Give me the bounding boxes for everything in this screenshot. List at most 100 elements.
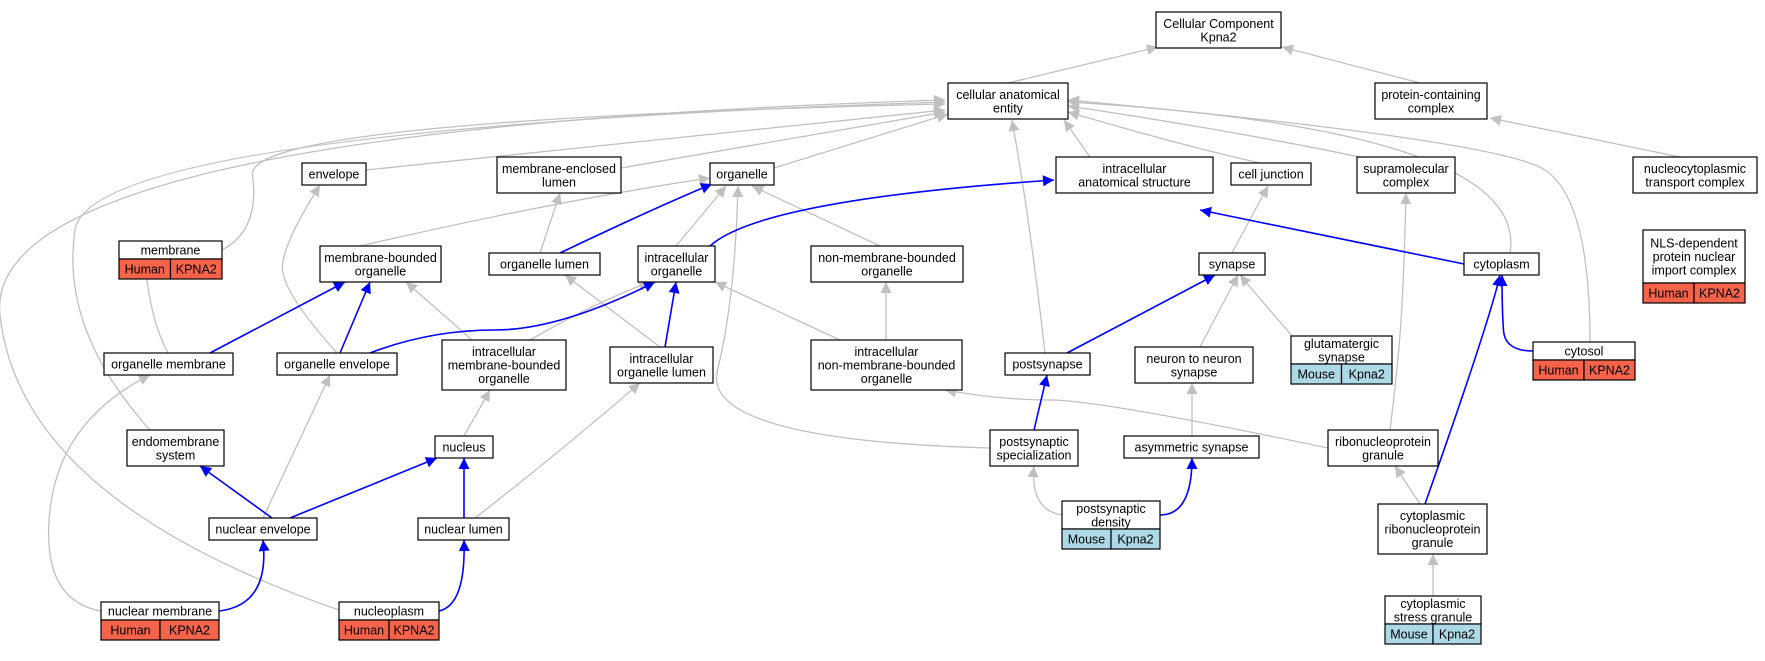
- edge-inmbo-to-intraorg: [714, 281, 841, 341]
- edge-organelle-to-cae: [773, 113, 949, 169]
- term-label: organelle: [478, 372, 529, 386]
- term-node-organelle[interactable]: organelle: [709, 162, 775, 186]
- edge-n2n-to-synapse: [1199, 274, 1239, 348]
- edge-orglumen-to-organelle: [559, 183, 713, 254]
- gene-label: KPNA2: [176, 263, 217, 277]
- edge-rnpgranule-to-inmbo: [944, 389, 1329, 449]
- edge-cytosol-to-cae: [1067, 99, 1591, 343]
- term-label: complex: [1408, 101, 1455, 115]
- term-label: specialization: [996, 448, 1071, 462]
- edge-pss-to-organelle-arrowhead: [732, 186, 744, 198]
- term-box: [1055, 156, 1214, 194]
- term-box: [103, 352, 234, 376]
- term-label: synapse: [1318, 350, 1365, 364]
- term-label: membrane: [141, 244, 201, 258]
- edge-nucleoplasm-to-nuclumen: [438, 539, 465, 612]
- term-node-synapse[interactable]: synapse: [1198, 252, 1266, 276]
- edge-psd-to-asymsyn-arrowhead: [1186, 458, 1198, 469]
- term-node-envelope[interactable]: envelope: [301, 162, 367, 186]
- edge-cytoplasm-to-ias: [1199, 209, 1465, 265]
- edge-iol-to-intraorg-arrowhead: [668, 282, 680, 294]
- term-box: [1374, 82, 1488, 120]
- edge-nuctransport-to-pcc: [1489, 117, 1681, 158]
- edge-nucmembrane-to-nucenv: [218, 539, 265, 612]
- term-node-orgmembrane[interactable]: organelle membrane: [103, 352, 234, 376]
- edge-crnpg-to-cytoplasm-arrowhead: [1492, 275, 1503, 287]
- edge-pcc-to-root-arrowhead: [1282, 44, 1295, 56]
- term-label: synapse: [1209, 258, 1256, 272]
- term-box: [1061, 500, 1161, 530]
- gene-label: KPNA2: [1699, 287, 1740, 301]
- term-box: [1377, 503, 1488, 555]
- term-node-nucenv[interactable]: nuclear envelope: [208, 517, 318, 541]
- term-box: [1004, 352, 1091, 376]
- term-node-postsynapse[interactable]: postsynapse: [1004, 352, 1091, 376]
- species-label: Human: [1648, 287, 1688, 301]
- term-node-cytoplasm[interactable]: cytoplasm: [1463, 252, 1540, 276]
- term-box: [989, 429, 1079, 467]
- species-label: Human: [344, 624, 384, 638]
- edge-nucenv-to-orgenvelope-arrowhead: [320, 375, 331, 388]
- term-label: density: [1091, 515, 1131, 529]
- gene-tag: [1583, 359, 1636, 381]
- term-label: glutamatergic: [1304, 337, 1379, 351]
- term-node-orglumen[interactable]: organelle lumen: [488, 252, 601, 276]
- edge-celljunction-to-cae-arrowhead: [1068, 109, 1081, 121]
- term-node-nuclumen[interactable]: nuclear lumen: [417, 517, 510, 541]
- term-label: organelle lumen: [500, 258, 589, 272]
- term-box: [1290, 335, 1393, 365]
- gene-tag: [388, 619, 440, 641]
- term-node-orgenvelope[interactable]: organelle envelope: [276, 352, 398, 376]
- term-node-asymsyn[interactable]: asymmetric synapse: [1123, 435, 1260, 459]
- term-label: membrane-bounded: [448, 359, 561, 373]
- edge-mbo-to-organelle: [359, 177, 711, 247]
- term-label: organelle: [716, 168, 767, 182]
- edge-pss-to-organelle: [715, 185, 991, 449]
- edge-nucmembrane-to-nucenv-arrowhead: [258, 540, 270, 552]
- term-box: [637, 245, 716, 283]
- term-label: non-membrane-bounded: [818, 359, 956, 373]
- edge-imbo-to-intraorg: [529, 281, 651, 341]
- edge-nucleoplasm-to-nuclumen-arrowhead: [458, 540, 470, 552]
- term-node-nucleus[interactable]: nucleus: [434, 435, 494, 459]
- term-node-celljunction[interactable]: cell junction: [1230, 162, 1312, 186]
- species-label: Mouse: [1297, 368, 1335, 382]
- edge-crnpg-to-cytoplasm: [1424, 274, 1501, 505]
- species-label: Human: [1538, 364, 1578, 378]
- term-label: ribonucleoprotein: [1385, 523, 1481, 537]
- edge-celljunction-to-cae: [1067, 111, 1261, 164]
- term-box: [810, 245, 964, 283]
- term-label: organelle envelope: [284, 358, 390, 372]
- edge-postsynapse-to-synapse: [1066, 274, 1216, 354]
- gene-tag: [159, 619, 220, 641]
- term-label: organelle: [651, 264, 702, 278]
- term-node-inmbo[interactable]: intracellularnon-membrane-boundedorganel…: [810, 339, 963, 391]
- gene-label: Kpna2: [1439, 628, 1475, 642]
